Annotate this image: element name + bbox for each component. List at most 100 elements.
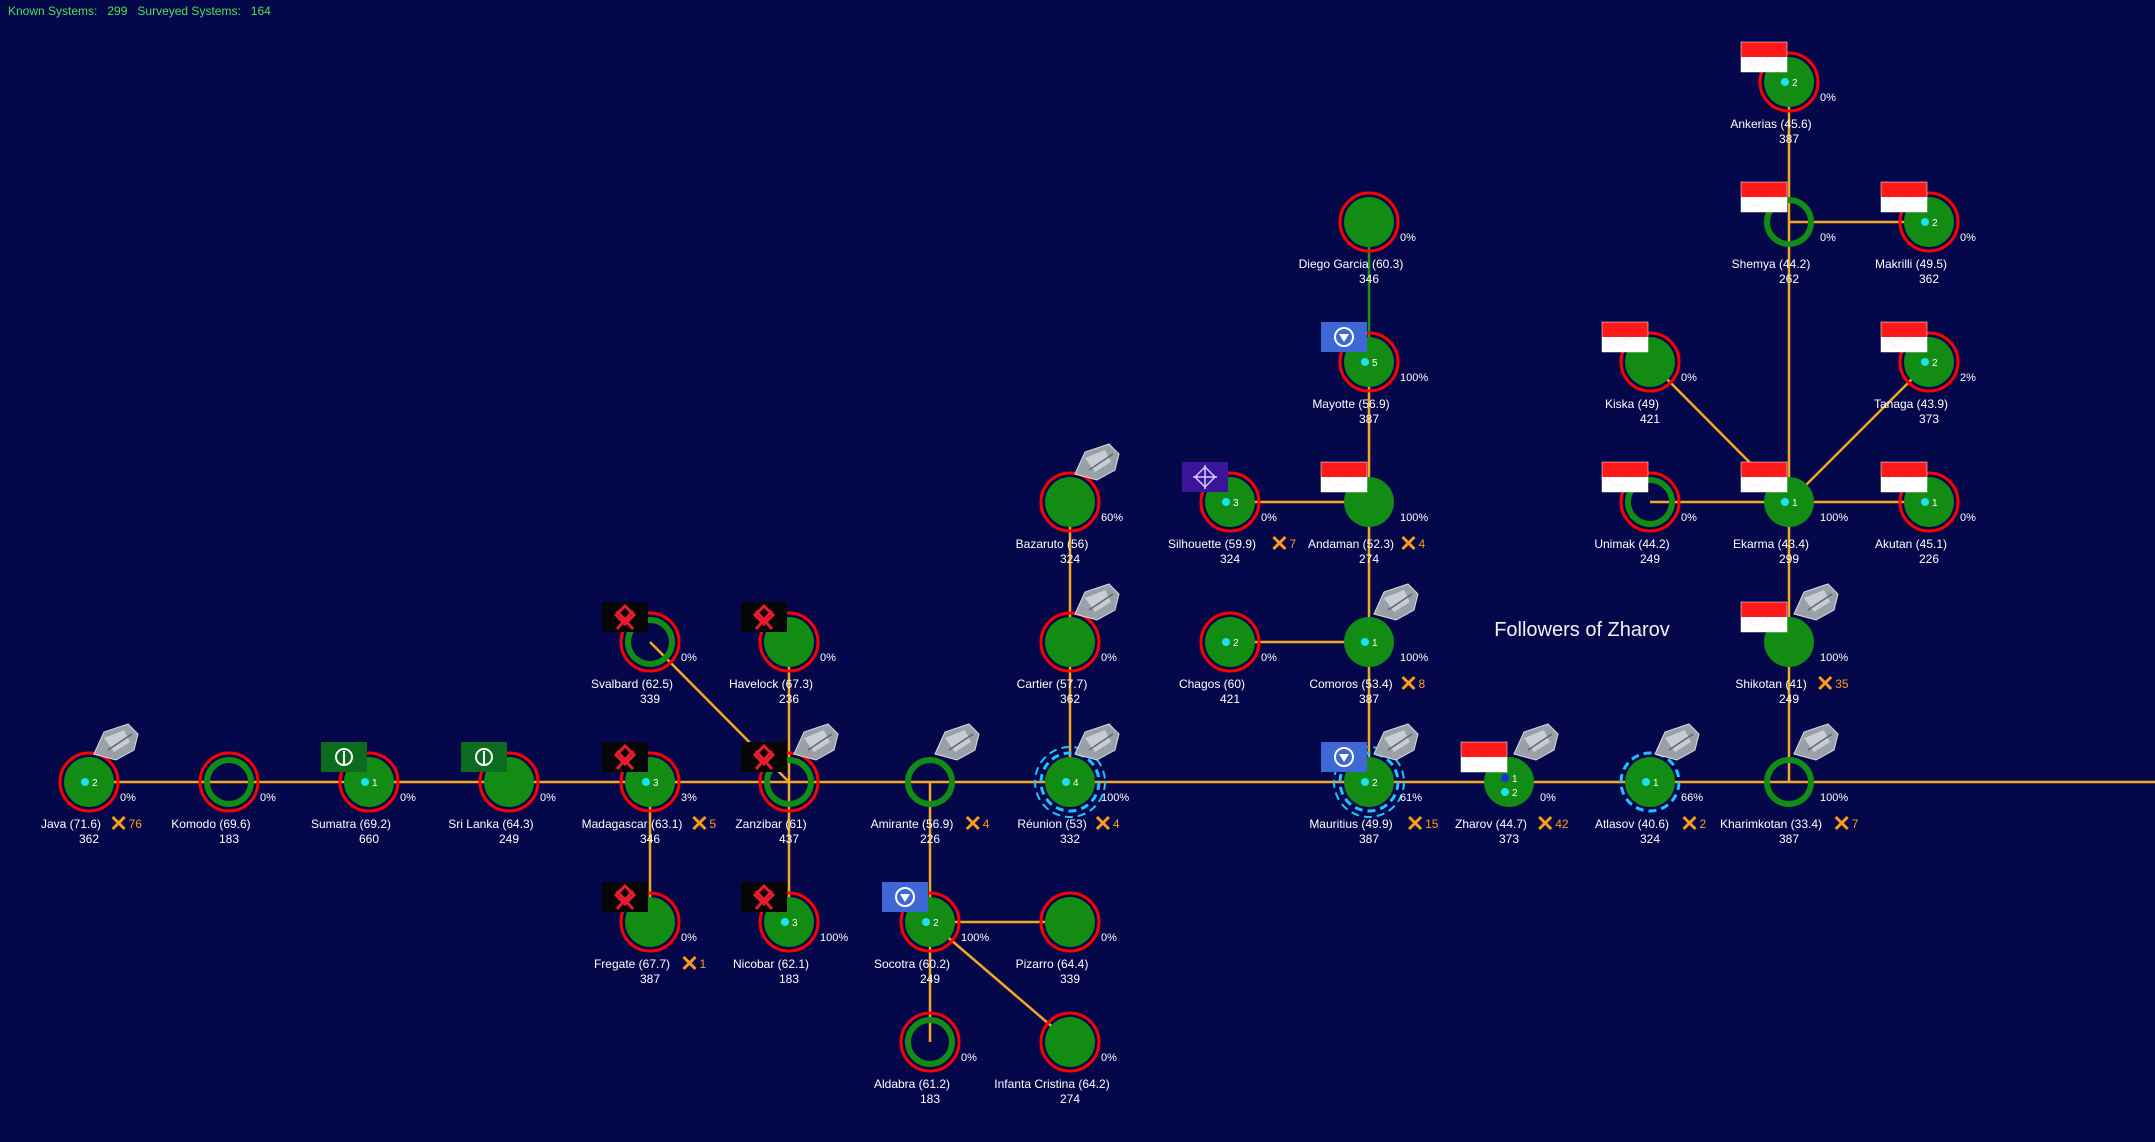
combat-count: 4 — [983, 817, 990, 831]
system-bazaruto[interactable]: 60%Bazaruto (56)324 — [1016, 443, 1124, 566]
system-sumatra[interactable]: 10%Sumatra (69.2)660 — [311, 742, 416, 846]
fleet-ship-icon[interactable] — [793, 723, 839, 761]
system-name: Fregate (67.7) — [594, 957, 670, 971]
system-planet — [625, 617, 675, 667]
system-komodo[interactable]: 0%Komodo (69.6)183 — [171, 751, 276, 846]
fleet-ship-icon[interactable] — [1373, 723, 1419, 761]
survey-percent: 0% — [1681, 512, 1697, 524]
hyperlane-layer — [89, 82, 2155, 1043]
system-name: Tanaga (43.9) — [1874, 397, 1948, 411]
ownership-ring — [1898, 191, 1960, 253]
survey-percent: 100% — [961, 932, 989, 944]
colony-count: 1 — [1653, 778, 1659, 789]
system-havelock[interactable]: 0%Havelock (67.3)236 — [729, 602, 836, 706]
fleet-ship-icon[interactable] — [1074, 723, 1120, 761]
faction-flag-icon — [1740, 181, 1788, 213]
colony-count: 1 — [1372, 638, 1378, 649]
survey-percent: 0% — [1960, 512, 1976, 524]
colony-dot — [642, 778, 650, 786]
survey-percent: 0% — [820, 652, 836, 664]
system-makrilli[interactable]: 20%Makrilli (49.5)362 — [1875, 181, 1976, 286]
system-name: Cartier (57.7) — [1017, 677, 1088, 691]
colony-count: 4 — [1073, 778, 1079, 789]
system-srilanka[interactable]: 0%Sri Lanka (64.3)249 — [448, 742, 556, 846]
system-aldabra[interactable]: 0%Aldabra (61.2)183 — [874, 1011, 977, 1106]
system-akutan[interactable]: 10%Akutan (45.1)226 — [1875, 461, 1976, 566]
system-shemya[interactable]: 0%Shemya (44.2)262 — [1732, 181, 1836, 286]
fleet-ship-icon[interactable] — [1793, 723, 1839, 761]
colony-count: 1 — [1792, 498, 1798, 509]
faction-flag-icon — [461, 742, 507, 772]
colony-dot — [922, 918, 930, 926]
system-population: 262 — [1779, 272, 1799, 286]
system-planet — [1045, 477, 1095, 527]
system-diegogarcia[interactable]: 0%Diego Garcia (60.3)346 — [1299, 191, 1416, 286]
system-planet — [764, 757, 814, 807]
system-svalbard[interactable]: 0%Svalbard (62.5)339 — [591, 602, 697, 706]
fleet-ship-icon[interactable] — [1513, 723, 1559, 761]
fleet-ship-icon[interactable] — [1654, 723, 1700, 761]
system-name: Andaman (52.3) — [1308, 537, 1394, 551]
ownership-ring — [478, 751, 540, 813]
fleet-ship-icon[interactable] — [1074, 583, 1120, 621]
survey-percent: 0% — [120, 792, 136, 804]
colony-count: 2 — [1233, 638, 1239, 649]
survey-percent: 0% — [1101, 652, 1117, 664]
colony-count: 3 — [1233, 498, 1239, 509]
colony-dot — [1361, 358, 1369, 366]
combat-icon — [1408, 815, 1423, 831]
system-chagos[interactable]: 20%Chagos (60)421 — [1179, 611, 1277, 706]
fleet-ship-icon[interactable] — [1074, 443, 1120, 481]
surveyed-systems-value: 164 — [250, 4, 271, 18]
system-zanzibar[interactable]: Zanzibar (61)437 — [735, 723, 839, 846]
faction-label: Followers of Zharov — [1494, 619, 1670, 641]
system-cartier[interactable]: 0%Cartier (57.7)362 — [1017, 583, 1120, 706]
system-population: 387 — [1779, 132, 1799, 146]
combat-count: 35 — [1835, 677, 1849, 691]
system-name: Réunion (53) — [1017, 817, 1086, 831]
survey-percent: 100% — [1820, 792, 1848, 804]
ownership-ring — [619, 891, 681, 953]
fleet-ship-icon[interactable] — [1793, 583, 1839, 621]
fleet-ship-icon[interactable] — [1373, 583, 1419, 621]
system-population: 299 — [1779, 552, 1799, 566]
faction-flag-icon — [741, 742, 787, 772]
system-pizarro[interactable]: 0%Pizarro (64.4)339 — [1016, 891, 1117, 986]
system-ankerias[interactable]: 20%Ankerias (45.6)387 — [1730, 41, 1836, 146]
colony-dot — [1222, 638, 1230, 646]
system-unimak[interactable]: 0%Unimak (44.2)249 — [1594, 461, 1697, 566]
ownership-ring — [1898, 471, 1960, 533]
system-kiska[interactable]: 0%Kiska (49)421 — [1601, 321, 1697, 426]
fleet-ship-icon[interactable] — [93, 723, 139, 761]
system-tanaga[interactable]: 22%Tanaga (43.9)373 — [1874, 321, 1976, 426]
system-name: Svalbard (62.5) — [591, 677, 673, 691]
fleet-ship-icon[interactable] — [934, 723, 980, 761]
system-infanta[interactable]: 0%Infanta Cristina (64.2)274 — [994, 1011, 1117, 1106]
system-population: 339 — [640, 692, 660, 706]
colony-count: 1 — [1512, 774, 1518, 785]
ownership-ring — [1619, 471, 1681, 533]
faction-flag-icon — [741, 882, 787, 912]
system-name: Makrilli (49.5) — [1875, 257, 1947, 271]
combat-count: 15 — [1425, 817, 1439, 831]
system-population: 387 — [1359, 692, 1379, 706]
